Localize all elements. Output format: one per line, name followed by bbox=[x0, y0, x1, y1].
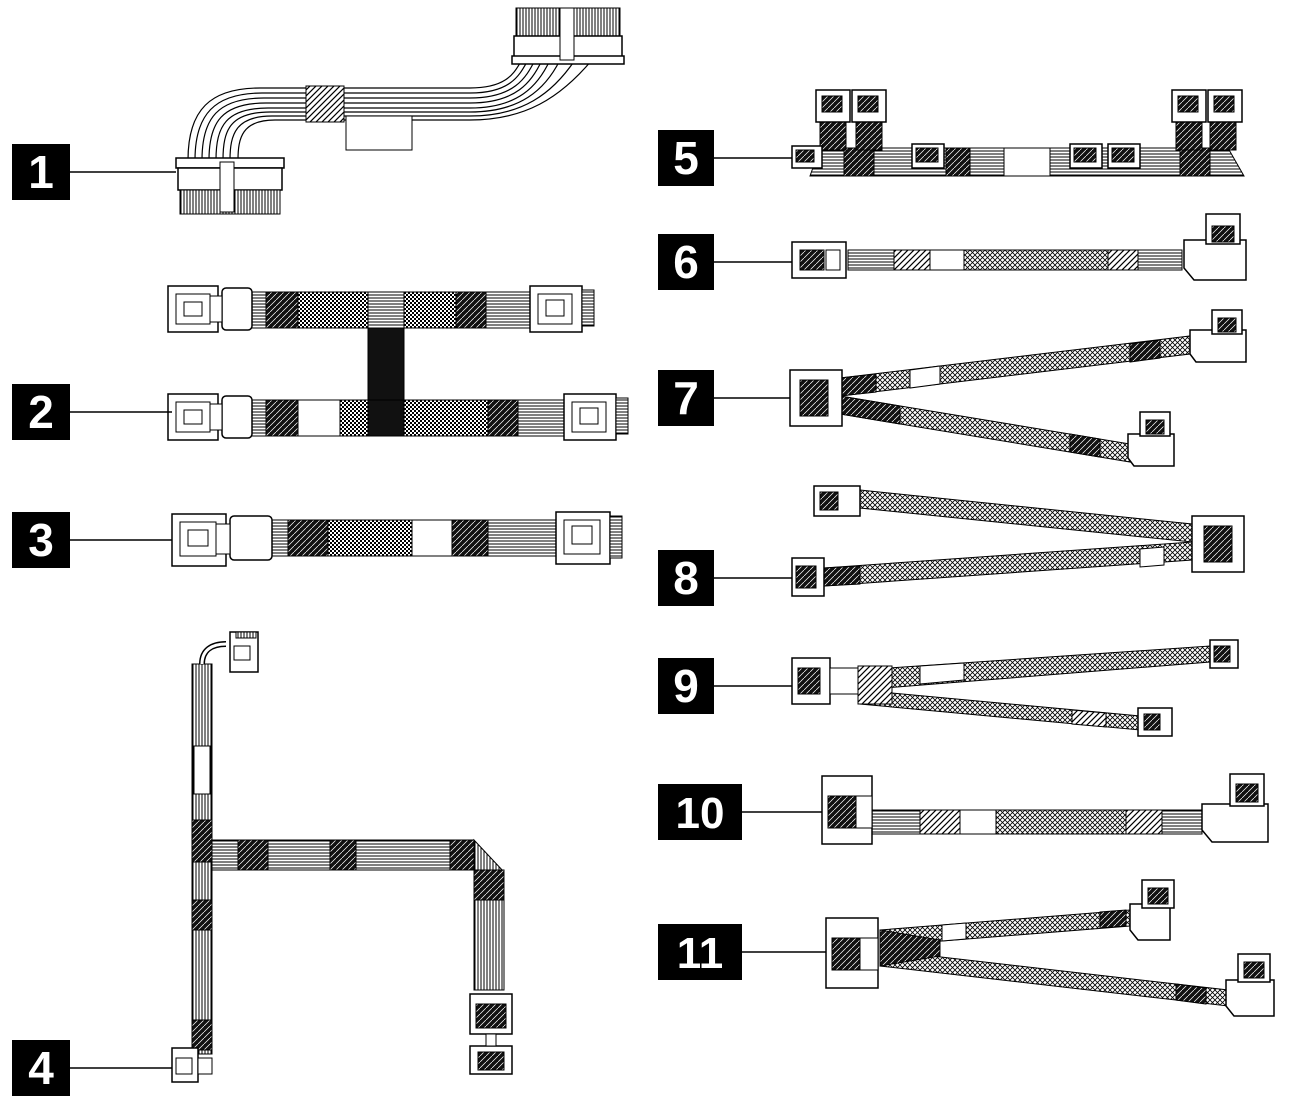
connector-icon bbox=[229, 631, 259, 673]
callout-label-11: 11 bbox=[677, 929, 724, 978]
callout-label-6: 6 bbox=[673, 236, 699, 288]
callout-badge-3: 3 bbox=[12, 512, 70, 568]
cable-2 bbox=[167, 285, 629, 441]
callout-label-2: 2 bbox=[28, 386, 54, 438]
connector-icon bbox=[171, 513, 231, 567]
callout-badge-1: 1 bbox=[12, 144, 70, 200]
cable-1 bbox=[175, 7, 625, 215]
connector-icon bbox=[1191, 515, 1245, 573]
cable-5 bbox=[791, 89, 1245, 177]
connector-icon bbox=[1201, 773, 1269, 843]
callout-label-7: 7 bbox=[673, 372, 699, 424]
connector-icon bbox=[815, 89, 851, 123]
connector-icon bbox=[167, 393, 223, 441]
connector-icon bbox=[825, 917, 879, 989]
cable-11 bbox=[825, 879, 1275, 1017]
callout-label-3: 3 bbox=[28, 514, 54, 566]
connector-icon bbox=[1209, 639, 1239, 669]
connector-icon bbox=[851, 89, 887, 123]
connector-icon bbox=[1171, 89, 1207, 123]
connector-icon bbox=[555, 511, 623, 565]
cable-4 bbox=[171, 631, 513, 1083]
cable-7 bbox=[789, 309, 1247, 467]
callout-badges: 1 2 3 4 5 6 7 8 bbox=[12, 130, 742, 1096]
cable-3 bbox=[171, 511, 623, 567]
connector-icon bbox=[911, 143, 945, 169]
callout-badge-2: 2 bbox=[12, 384, 70, 440]
connector-icon bbox=[1207, 89, 1243, 123]
connector-icon bbox=[1189, 309, 1247, 363]
connector-icon bbox=[791, 557, 825, 597]
callout-label-4: 4 bbox=[28, 1042, 54, 1094]
callout-badge-7: 7 bbox=[658, 370, 714, 426]
callout-label-1: 1 bbox=[28, 146, 54, 198]
callout-badge-11: 11 bbox=[658, 924, 742, 980]
callout-badge-9: 9 bbox=[658, 658, 714, 714]
callout-badge-6: 6 bbox=[658, 234, 714, 290]
connector-icon bbox=[529, 285, 595, 333]
callout-badge-5: 5 bbox=[658, 130, 714, 186]
callout-label-5: 5 bbox=[673, 132, 699, 184]
connector-icon bbox=[563, 393, 629, 441]
connector-icon bbox=[167, 285, 223, 333]
connector-icon bbox=[1127, 411, 1175, 467]
connector-icon bbox=[791, 241, 847, 279]
cable-9 bbox=[791, 639, 1239, 737]
connector-icon bbox=[1183, 213, 1247, 281]
connector-icon bbox=[1129, 879, 1175, 941]
connector-icon bbox=[171, 1047, 213, 1083]
connector-icon bbox=[1107, 143, 1141, 169]
callout-label-10: 10 bbox=[676, 789, 725, 838]
leader-lines bbox=[70, 157, 826, 1069]
callout-badge-4: 4 bbox=[12, 1040, 70, 1096]
callout-label-8: 8 bbox=[673, 552, 699, 604]
callout-badge-8: 8 bbox=[658, 550, 714, 606]
connector-icon bbox=[1137, 707, 1173, 737]
connector-icon bbox=[813, 485, 861, 517]
cable-6 bbox=[791, 213, 1247, 281]
callout-badge-10: 10 bbox=[658, 784, 742, 840]
cable-8 bbox=[791, 485, 1245, 597]
connector-icon bbox=[821, 775, 873, 845]
callout-label-9: 9 bbox=[673, 660, 699, 712]
connector-icon bbox=[791, 145, 823, 169]
connector-icon bbox=[791, 657, 859, 705]
connector-icon bbox=[469, 993, 513, 1075]
connector-icon bbox=[1069, 143, 1103, 169]
connector-icon bbox=[789, 369, 843, 427]
cable-10 bbox=[821, 773, 1269, 845]
connector-icon bbox=[1225, 953, 1275, 1017]
